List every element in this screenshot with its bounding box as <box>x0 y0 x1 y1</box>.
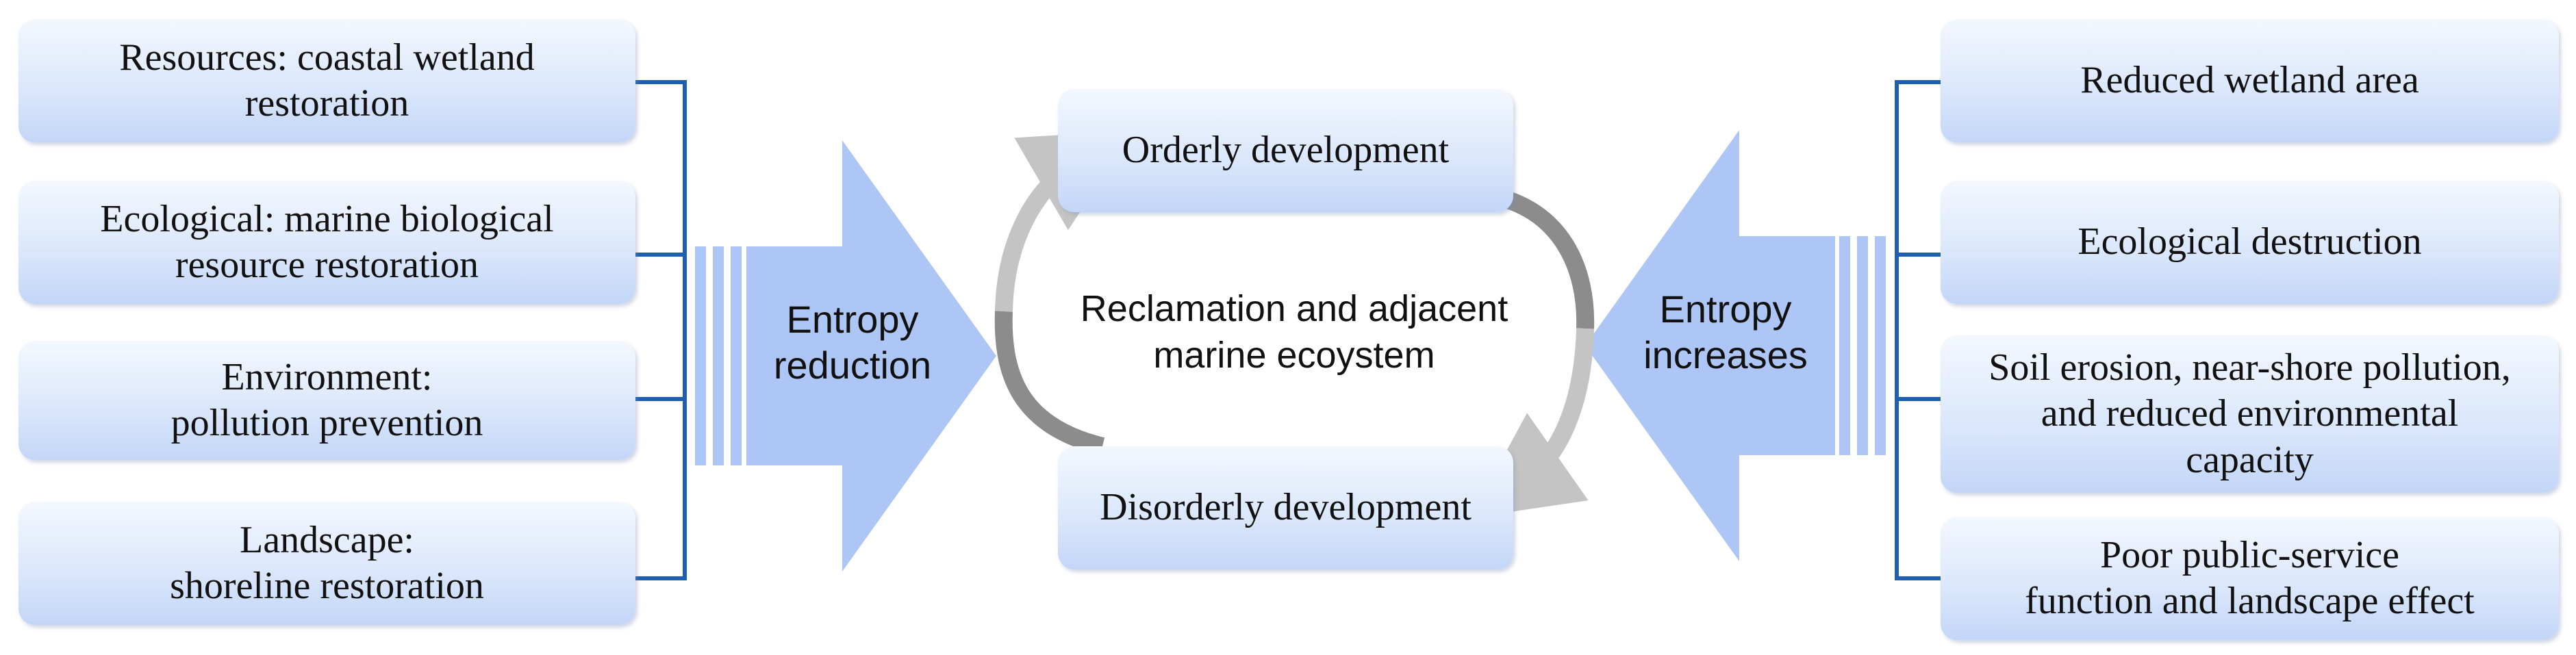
ecosystem-label: Reclamation and adjacent marine ecoystem <box>1080 288 1508 376</box>
cycle-arc-right-light <box>1470 328 1594 518</box>
right-factor-soil: Soil erosion, near-shore pollution, and … <box>1941 335 2559 493</box>
cycle-arc-right-dark <box>1487 186 1595 329</box>
disorderly-development-box: Disorderly development <box>1058 446 1513 569</box>
left-bracket <box>635 80 687 580</box>
right-factor-public-service: Poor public-service function and landsca… <box>1941 517 2559 640</box>
left-factor-resources: Resources: coastal wetland restoration <box>18 19 635 142</box>
left-factor-landscape: Landscape: shoreline restoration <box>18 502 635 625</box>
right-factor-wetland: Reduced wetland area <box>1941 19 2559 142</box>
right-factor-ecological: Ecological destruction <box>1941 181 2559 304</box>
right-bracket <box>1895 80 1941 580</box>
left-factor-environment: Environment: pollution prevention <box>18 341 635 460</box>
entropy-increase-arrow <box>1585 130 1886 561</box>
entropy-reduction-arrow <box>695 140 996 571</box>
cycle-arc-left-dark <box>994 311 1105 455</box>
entropy-increases-label: Entropy increases <box>1643 287 1808 377</box>
left-factor-ecological: Ecological: marine biological resource r… <box>18 181 635 304</box>
orderly-development-box: Orderly development <box>1058 89 1513 212</box>
entropy-reduction-label: Entropy reduction <box>773 298 932 387</box>
